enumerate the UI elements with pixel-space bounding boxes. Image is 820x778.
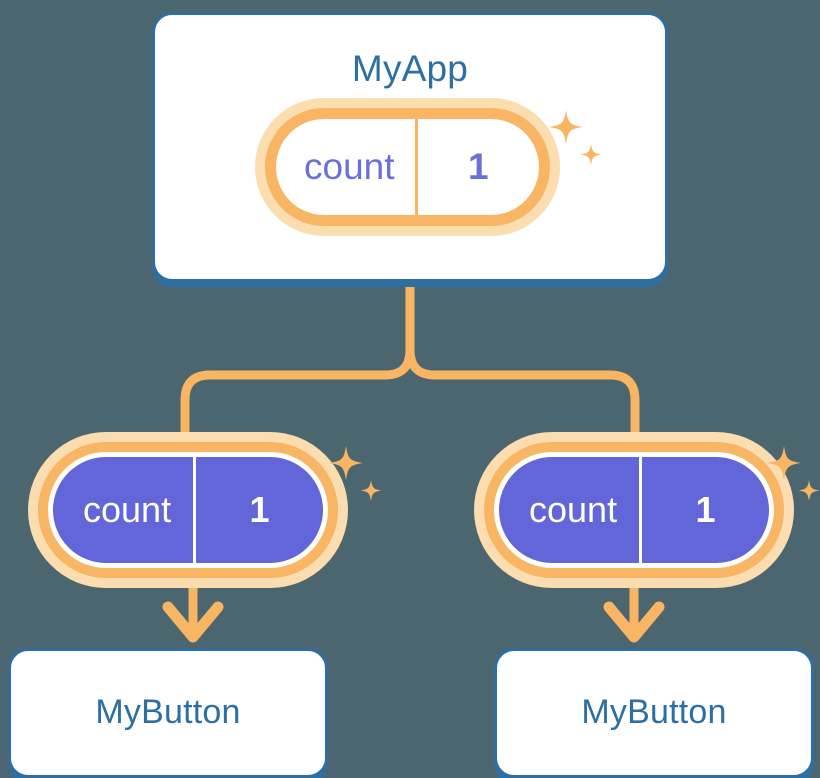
state-pill-child-left[interactable]: count 1 xyxy=(48,452,328,568)
state-pill-root-wrapper: count 1 xyxy=(265,108,550,226)
page-title: MyApp xyxy=(351,48,469,89)
arrow-down-icon-right xyxy=(603,578,665,643)
component-card-mybutton-right[interactable]: MyButton xyxy=(494,648,814,778)
state-pill-child-right-value: 1 xyxy=(695,489,716,530)
state-pill-child-right[interactable]: count 1 xyxy=(494,452,774,568)
component-card-mybutton-left-label: MyButton xyxy=(95,692,241,731)
state-pill-root-key: count xyxy=(304,146,395,187)
arrow-down-icon-left xyxy=(162,578,224,643)
tree-branch-connector xyxy=(180,280,640,460)
state-pill-child-right-wrapper: count 1 xyxy=(494,452,774,568)
state-pill-root-value: 1 xyxy=(467,146,489,187)
state-pill-root-divider xyxy=(414,119,418,215)
state-pill-child-left-divider xyxy=(193,457,197,563)
component-card-mybutton-left[interactable]: MyButton xyxy=(8,648,328,778)
state-pill-child-left-value: 1 xyxy=(249,489,270,530)
state-pill-child-left-wrapper: count 1 xyxy=(48,452,328,568)
sparkles-icon-child-left xyxy=(329,446,382,501)
state-pill-root[interactable]: count 1 xyxy=(265,108,550,226)
state-pill-child-right-key: count xyxy=(529,489,618,530)
state-pill-child-right-divider xyxy=(639,457,643,563)
state-pill-child-left-key: count xyxy=(83,489,172,530)
component-card-mybutton-right-label: MyButton xyxy=(581,692,727,731)
